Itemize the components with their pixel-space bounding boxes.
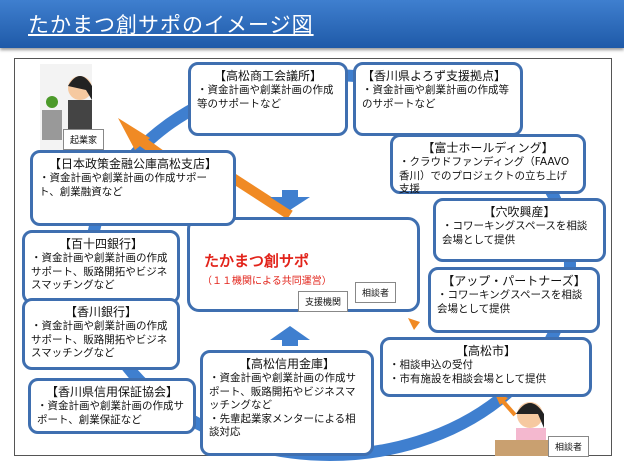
down-arrow-icon — [270, 190, 310, 210]
org-takamatsu-city: 【高松市】・相談申込の受付・市有施設を相談会場として提供 — [380, 337, 592, 397]
title-banner: たかまつ創サポのイメージ図 — [0, 0, 624, 48]
org-detail: ・コワーキングスペースを相談会場として提供 — [442, 220, 588, 246]
org-title: 【香川県信用保証協会】 — [45, 385, 178, 399]
org-title: 【高松信用金庫】 — [238, 357, 335, 371]
up-arrow-icon — [270, 326, 310, 346]
org-detail: ・資金計画や創業計画の作成サポート、創業保証など — [37, 400, 184, 426]
org-title: 【香川銀行】 — [64, 305, 137, 319]
org-kagawa-bank: 【香川銀行】・資金計画や創業計画の作成サポート、販路開拓やビジネスマッチングなど — [22, 298, 180, 370]
org-detail: ・相談申込の受付 — [389, 359, 473, 371]
page-title: たかまつ創サポのイメージ図 — [28, 13, 314, 37]
org-detail: ・資金計画や創業計画の作成サポート、創業融資など — [39, 172, 207, 198]
org-fuji-holdings: 【富士ホールディング】・クラウドファンディング（FAAVO香川）でのプロジェクト… — [390, 134, 586, 195]
center-client-label: 相談者 — [355, 282, 397, 303]
org-detail: ・コワーキングスペースを相談会場として提供 — [437, 289, 583, 315]
org-anabuki: 【穴吹興産】・コワーキングスペースを相談会場として提供 — [433, 198, 606, 262]
org-title: 【高松商工会議所】 — [213, 69, 322, 83]
org-kagawa-credit-guarantee: 【香川県信用保証協会】・資金計画や創業計画の作成サポート、創業保証など — [28, 378, 196, 434]
org-title: 【百十四銀行】 — [58, 237, 143, 251]
org-detail: ・資金計画や創業計画の作成サポート、販路開拓やビジネスマッチングなど — [31, 320, 168, 359]
org-detail: ・資金計画や創業計画の作成サポート、販路開拓やビジネスマッチングなど — [31, 252, 168, 291]
org-detail: ・資金計画や創業計画の作成サポート、販路開拓やビジネスマッチングなど — [209, 372, 356, 411]
takamatsu-sosapo-center: たかまつ創サポ （１１機関による共同運営） 支援機関 相談者 — [187, 217, 420, 312]
org-detail: ・クラウドファンディング（FAAVO香川）でのプロジェクトの立ち上げ支援 — [399, 156, 570, 195]
org-detail: ・市有施設を相談会場として提供 — [389, 372, 547, 385]
entrepreneur-illustration — [40, 64, 92, 154]
center-subtitle: （１１機関による共同運営） — [202, 276, 332, 287]
entrepreneur-label: 起業家 — [63, 129, 105, 150]
org-title: 【高松市】 — [455, 344, 516, 358]
client-illustration — [495, 402, 555, 456]
org-takamatsu-shinkin: 【高松信用金庫】・資金計画や創業計画の作成サポート、販路開拓やビジネスマッチング… — [200, 350, 374, 456]
client-label: 相談者 — [548, 436, 590, 457]
org-kagawa-yorozu: 【香川県よろず支援拠点】・資金計画や創業計画の作成等のサポートなど — [353, 62, 523, 136]
org-title: 【穴吹興産】 — [483, 205, 556, 219]
support-org-label: 支援機関 — [298, 291, 349, 312]
org-jfc-takamatsu: 【日本政策金融公庫高松支店】・資金計画や創業計画の作成サポート、創業融資など — [30, 150, 236, 226]
org-detail: ・資金計画や創業計画の作成等のサポートなど — [362, 84, 509, 110]
org-title: 【日本政策金融公庫高松支店】 — [48, 157, 217, 171]
org-hyakujushi-bank: 【百十四銀行】・資金計画や創業計画の作成サポート、販路開拓やビジネスマッチングな… — [22, 230, 180, 304]
org-title: 【アップ・パートナーズ】 — [442, 274, 586, 288]
org-detail: ・先輩起業家メンターによる相談対応 — [209, 412, 356, 439]
org-title: 【香川県よろず支援拠点】 — [362, 69, 507, 83]
center-name: たかまつ創サポ — [204, 252, 310, 270]
org-takamatsu-chamber: 【高松商工会議所】・資金計画や創業計画の作成等のサポートなど — [188, 62, 348, 136]
org-up-partners: 【アップ・パートナーズ】・コワーキングスペースを相談会場として提供 — [428, 267, 600, 333]
org-detail: ・資金計画や創業計画の作成等のサポートなど — [197, 84, 334, 110]
org-title: 【富士ホールディング】 — [422, 141, 554, 155]
